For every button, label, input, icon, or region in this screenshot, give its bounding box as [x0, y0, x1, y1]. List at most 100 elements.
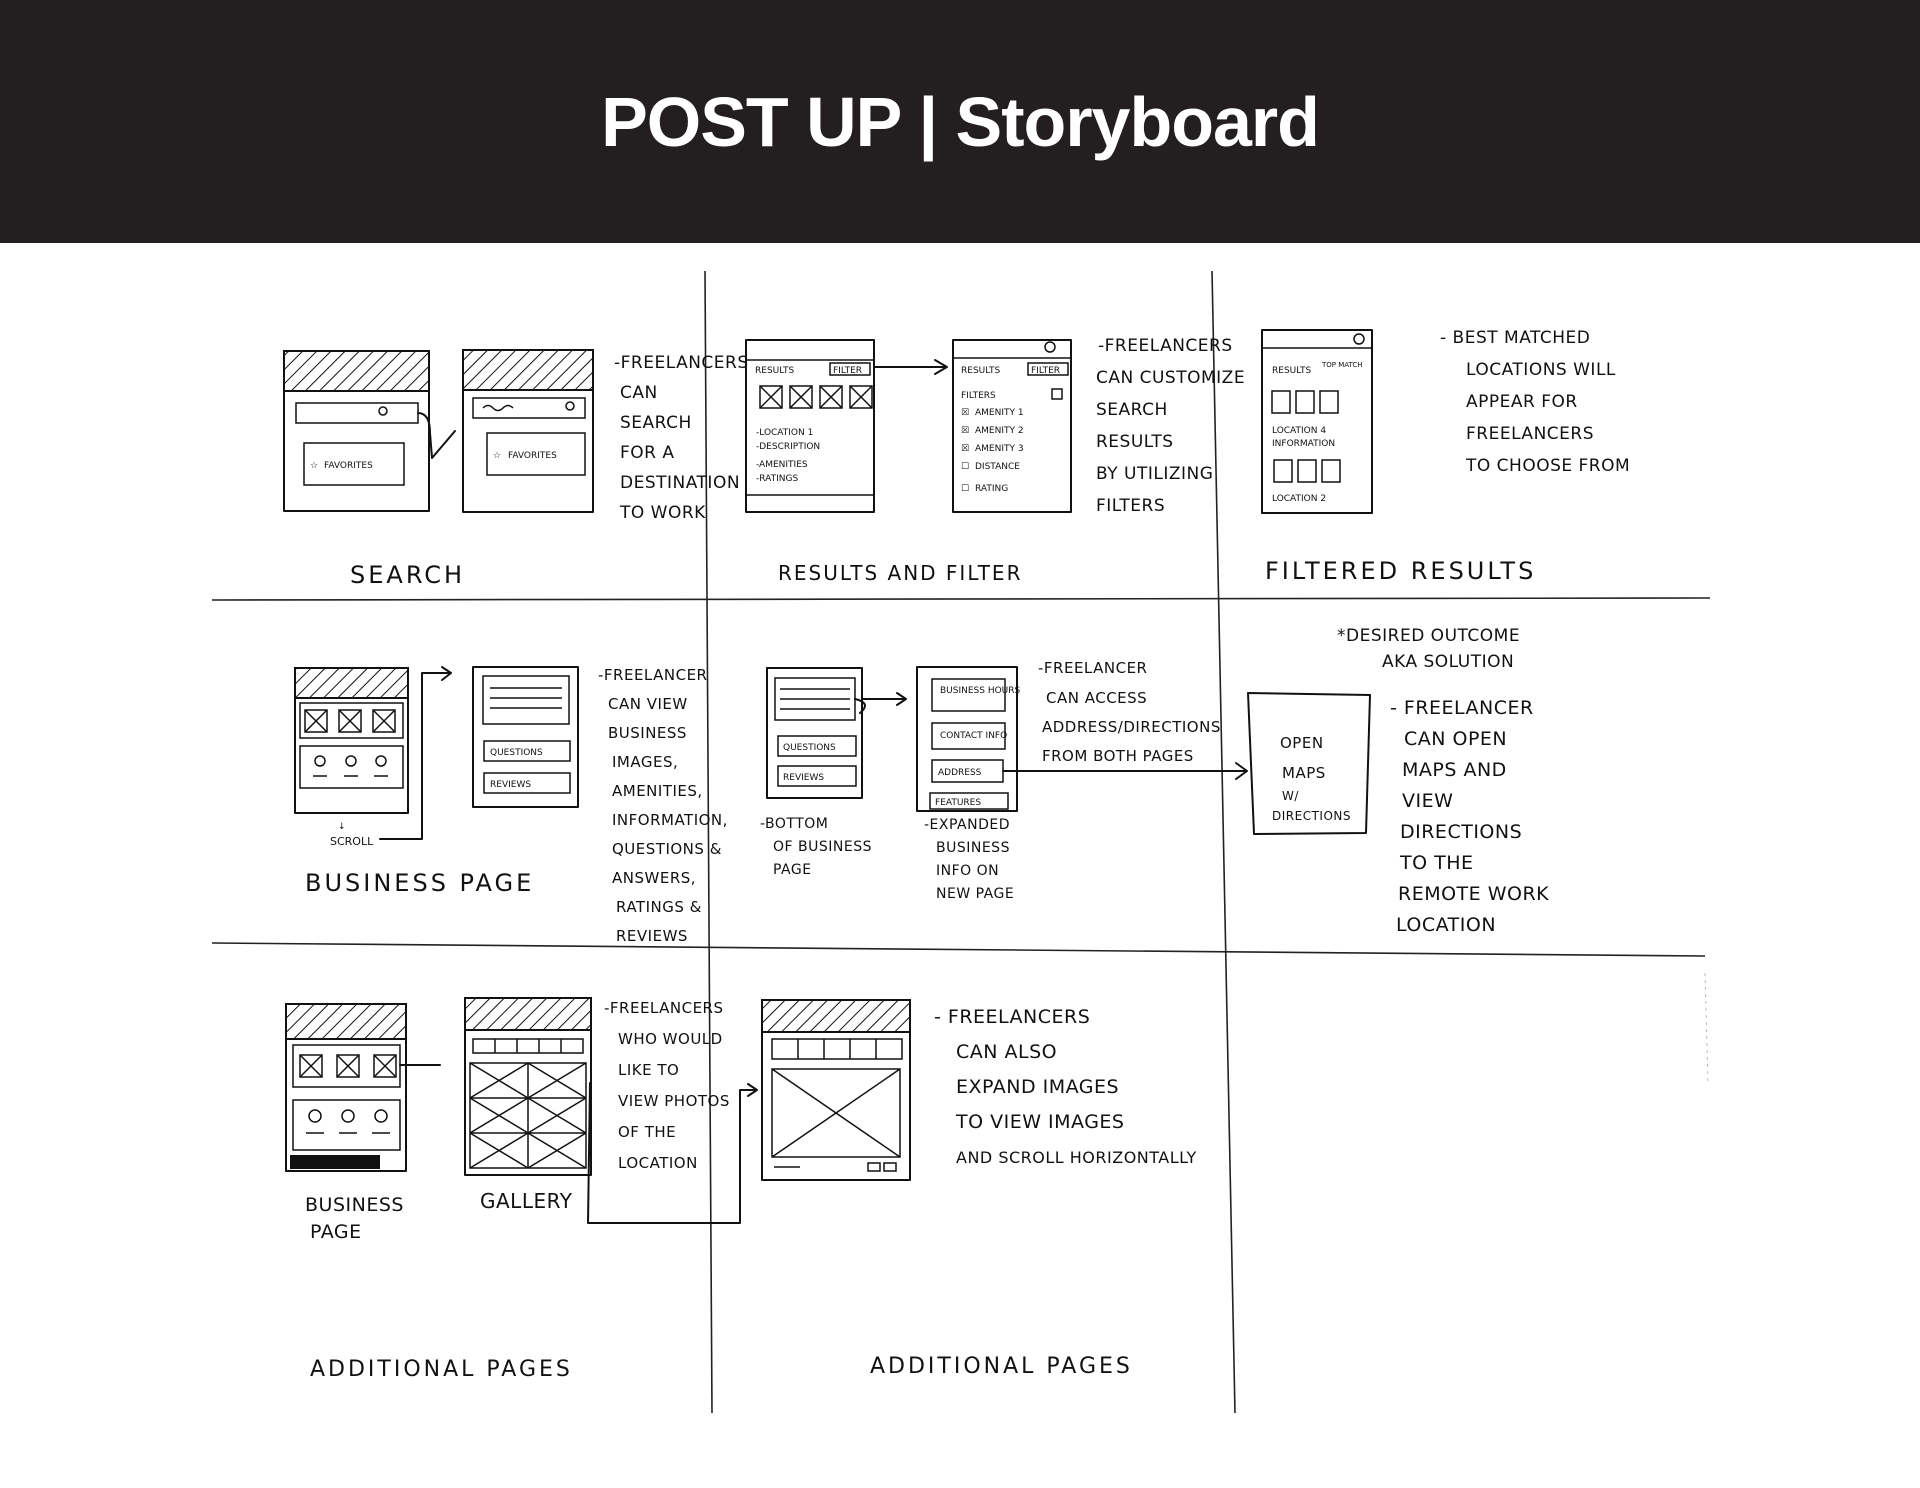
star-icon: ☆ — [310, 461, 318, 471]
svg-text:FAVORITES: FAVORITES — [324, 461, 373, 471]
svg-text:- FREELANCER: - FREELANCER — [1390, 697, 1534, 719]
svg-text:☒: ☒ — [961, 408, 969, 418]
svg-text:-DESCRIPTION: -DESCRIPTION — [756, 442, 820, 452]
svg-text:CAN OPEN: CAN OPEN — [1404, 728, 1507, 750]
svg-text:RATINGS &: RATINGS & — [616, 898, 702, 916]
expanded-info-notes: -FREELANCER CAN ACCESS ADDRESS/DIRECTION… — [1038, 659, 1220, 765]
svg-text:-FREELANCERS: -FREELANCERS — [614, 353, 749, 373]
svg-text:RESULTS: RESULTS — [1272, 366, 1312, 376]
arrow — [379, 666, 452, 840]
svg-text:CAN: CAN — [620, 383, 658, 403]
svg-text:DIRECTIONS: DIRECTIONS — [1400, 821, 1522, 843]
svg-text:LOCATIONS WILL: LOCATIONS WILL — [1466, 360, 1616, 380]
svg-text:☒: ☒ — [961, 426, 969, 436]
svg-text:FILTER: FILTER — [833, 366, 862, 376]
svg-text:☐: ☐ — [961, 484, 969, 494]
svg-text:DESTINATION: DESTINATION — [620, 473, 740, 493]
svg-text:TO CHOOSE FROM: TO CHOOSE FROM — [1465, 456, 1630, 476]
svg-text:FAVORITES: FAVORITES — [508, 451, 557, 461]
caption-search: SEARCH — [350, 561, 465, 589]
svg-text:SEARCH: SEARCH — [620, 413, 692, 433]
svg-text:RESULTS: RESULTS — [961, 366, 1001, 376]
svg-text:CAN CUSTOMIZE: CAN CUSTOMIZE — [1096, 368, 1245, 388]
caption-results-and-filter: RESULTS AND FILTER — [778, 561, 1022, 585]
svg-text:CONTACT INFO: CONTACT INFO — [940, 731, 1007, 741]
additional-1-notes: -FREELANCERS WHO WOULD LIKE TO VIEW PHOT… — [604, 999, 729, 1172]
svg-text:TO THE: TO THE — [1399, 852, 1474, 874]
svg-text:BY UTILIZING: BY UTILIZING — [1096, 464, 1213, 484]
svg-text:BUSINESS: BUSINESS — [305, 1194, 404, 1216]
search-phone-sketch-2: ☆ FAVORITES — [462, 349, 594, 513]
svg-text:*DESIRED OUTCOME: *DESIRED OUTCOME — [1337, 626, 1520, 646]
arrow — [1002, 762, 1248, 780]
svg-text:W/: W/ — [1282, 789, 1299, 803]
svg-text:LIKE TO: LIKE TO — [618, 1061, 679, 1079]
svg-text:TO WORK: TO WORK — [619, 503, 706, 523]
svg-text:- FREELANCERS: - FREELANCERS — [934, 1006, 1090, 1028]
expanded-business-note: -EXPANDED BUSINESS INFO ON NEW PAGE — [924, 817, 1014, 902]
svg-text:QUESTIONS: QUESTIONS — [783, 743, 836, 753]
svg-text:QUESTIONS &: QUESTIONS & — [612, 840, 722, 858]
svg-text:TOP MATCH: TOP MATCH — [1321, 361, 1363, 369]
storyboard-canvas: ☆ FAVORITES ☆ FAVORITES -FREELANCERS CAN… — [211, 270, 1711, 1414]
additional-2-notes: - FREELANCERS CAN ALSO EXPAND IMAGES TO … — [934, 1006, 1196, 1167]
svg-text:SEARCH: SEARCH — [1096, 400, 1168, 420]
svg-text:OF THE: OF THE — [618, 1123, 676, 1141]
filter-phone-sketch: RESULTS FILTER FILTERS ☒AMENITY 1 ☒AMENI… — [952, 339, 1072, 513]
arrow — [934, 359, 948, 375]
svg-text:CAN ALSO: CAN ALSO — [956, 1041, 1057, 1063]
svg-text:REVIEWS: REVIEWS — [616, 927, 688, 945]
svg-text:INFORMATION,: INFORMATION, — [612, 811, 728, 829]
svg-text:FEATURES: FEATURES — [935, 798, 981, 808]
gallery-sketch — [464, 997, 592, 1176]
business-page-notes: -FREELANCER CAN VIEW BUSINESS IMAGES, AM… — [598, 666, 728, 945]
arrow — [854, 692, 907, 714]
svg-text:FROM BOTH PAGES: FROM BOTH PAGES — [1042, 747, 1194, 765]
svg-text:WHO WOULD: WHO WOULD — [618, 1030, 723, 1048]
additional-pages-panel-2: - FREELANCERS CAN ALSO EXPAND IMAGES TO … — [761, 999, 1196, 1379]
caption-business-page: BUSINESS PAGE — [305, 869, 534, 897]
svg-text:-EXPANDED: -EXPANDED — [924, 817, 1010, 833]
search-notes: -FREELANCERS CAN SEARCH FOR A DESTINATIO… — [614, 353, 749, 523]
svg-text:PAGE: PAGE — [773, 862, 812, 878]
svg-text:☐: ☐ — [961, 462, 969, 472]
svg-text:AMENITY 2: AMENITY 2 — [975, 426, 1024, 436]
svg-text:PAGE: PAGE — [310, 1221, 362, 1243]
svg-text:TO VIEW IMAGES: TO VIEW IMAGES — [955, 1111, 1124, 1133]
caption-additional-pages-2: ADDITIONAL PAGES — [870, 1354, 1133, 1379]
caption-filtered-results: FILTERED RESULTS — [1265, 557, 1536, 585]
svg-text:RATING: RATING — [975, 484, 1008, 494]
desired-outcome-panel: *DESIRED OUTCOME AKA SOLUTION OPEN MAPS … — [1247, 626, 1549, 936]
open-maps-card: OPEN MAPS W/ DIRECTIONS — [1247, 692, 1371, 835]
svg-text:-AMENITIES: -AMENITIES — [756, 460, 808, 470]
svg-text:RESULTS: RESULTS — [1096, 432, 1174, 452]
svg-text:ANSWERS,: ANSWERS, — [612, 869, 696, 887]
svg-text:CAN ACCESS: CAN ACCESS — [1046, 689, 1147, 707]
svg-text:BUSINESS: BUSINESS — [608, 724, 687, 742]
svg-text:VIEW: VIEW — [1402, 790, 1453, 812]
svg-text:FILTERS: FILTERS — [961, 391, 996, 401]
svg-text:MAPS AND: MAPS AND — [1402, 759, 1507, 781]
svg-text:ADDRESS: ADDRESS — [938, 768, 982, 778]
svg-text:QUESTIONS: QUESTIONS — [490, 748, 543, 758]
svg-text:LOCATION 2: LOCATION 2 — [1272, 494, 1326, 504]
svg-text:RESULTS: RESULTS — [755, 366, 795, 376]
svg-text:↓: ↓ — [338, 822, 346, 832]
svg-text:SCROLL: SCROLL — [330, 835, 374, 848]
caption-additional-pages-1: ADDITIONAL PAGES — [310, 1357, 573, 1382]
desired-outcome-notes: - FREELANCER CAN OPEN MAPS AND VIEW DIRE… — [1390, 697, 1549, 936]
svg-text:REVIEWS: REVIEWS — [490, 780, 531, 790]
svg-text:FOR A: FOR A — [620, 443, 675, 463]
svg-text:LOCATION: LOCATION — [1396, 914, 1496, 936]
svg-text:AMENITY 3: AMENITY 3 — [975, 444, 1024, 454]
business-page-panel: ↓ SCROLL QUESTIONS REVIEWS -FREELANCER C… — [294, 666, 728, 945]
svg-text:APPEAR FOR: APPEAR FOR — [1466, 392, 1578, 412]
svg-text:-FREELANCER: -FREELANCER — [1038, 659, 1147, 677]
results-phone-sketch: RESULTS FILTER -LOCATION 1 -DESCRIPTION … — [745, 339, 875, 513]
svg-text:EXPAND IMAGES: EXPAND IMAGES — [956, 1076, 1119, 1098]
svg-text:DISTANCE: DISTANCE — [975, 462, 1020, 472]
svg-text:☒: ☒ — [961, 444, 969, 454]
svg-text:-FREELANCERS: -FREELANCERS — [604, 999, 724, 1017]
svg-text:BUSINESS: BUSINESS — [936, 840, 1010, 856]
svg-text:-FREELANCER: -FREELANCER — [598, 666, 707, 684]
